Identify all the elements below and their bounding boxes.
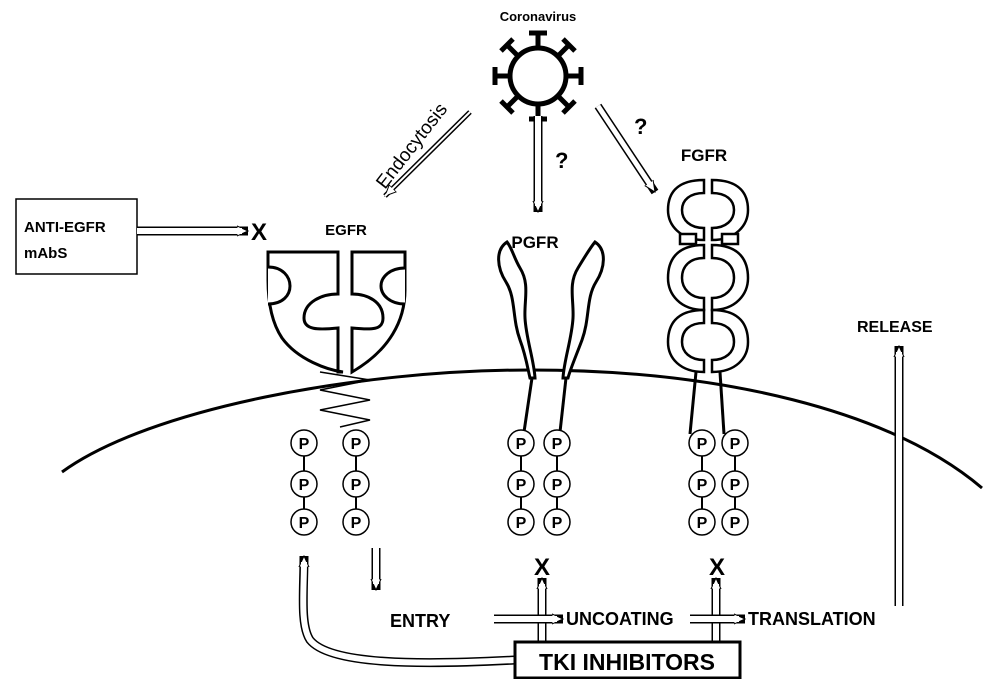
pgfr-question-mark: ? [555, 148, 568, 173]
coronavirus-label: Coronavirus [500, 9, 577, 24]
egfr-label: EGFR [325, 222, 367, 239]
egfr-receptor [268, 252, 405, 427]
phospho-label: P [351, 477, 362, 494]
anti-egfr-label: ANTI-EGFR [24, 219, 106, 236]
anti-egfr-box [16, 199, 137, 274]
phospho-label: P [351, 515, 362, 532]
coronavirus-icon [495, 33, 581, 119]
phospho-label: P [730, 515, 741, 532]
phospho-label: P [516, 436, 527, 453]
phospho-label: P [697, 436, 708, 453]
phospho-label: P [697, 477, 708, 494]
fgfr-label: FGFR [681, 146, 727, 165]
phospho-label: P [351, 436, 362, 453]
entry-label: ENTRY [390, 611, 450, 631]
pgfr-block-mark: X [534, 554, 550, 581]
mabs-label: mAbS [24, 245, 67, 262]
phospho-chains: P P P P P P P P P P P P P P P P P P [291, 430, 748, 535]
phospho-label: P [697, 515, 708, 532]
fgfr-question-mark: ? [634, 114, 647, 139]
phospho-label: P [299, 515, 310, 532]
translation-label: TRANSLATION [748, 609, 876, 629]
phospho-label: P [730, 477, 741, 494]
anti-egfr-block-mark: X [251, 219, 267, 246]
uncoating-label: UNCOATING [566, 609, 674, 629]
tki-inhibitors-label: TKI INHIBITORS [539, 649, 715, 675]
phospho-label: P [552, 515, 563, 532]
fgfr-block-mark: X [709, 554, 725, 581]
phospho-label: P [299, 436, 310, 453]
pgfr-receptor [499, 242, 604, 378]
phospho-label: P [730, 436, 741, 453]
endocytosis-label: Endocytosis [372, 99, 452, 193]
phospho-label: P [552, 436, 563, 453]
pgfr-label: PGFR [511, 233, 558, 252]
phospho-label: P [516, 477, 527, 494]
tki-to-egfr-arrow [303, 556, 515, 663]
release-label: RELEASE [857, 319, 933, 336]
phospho-label: P [299, 477, 310, 494]
phospho-label: P [516, 515, 527, 532]
fgfr-receptor [668, 180, 748, 372]
phospho-label: P [552, 477, 563, 494]
